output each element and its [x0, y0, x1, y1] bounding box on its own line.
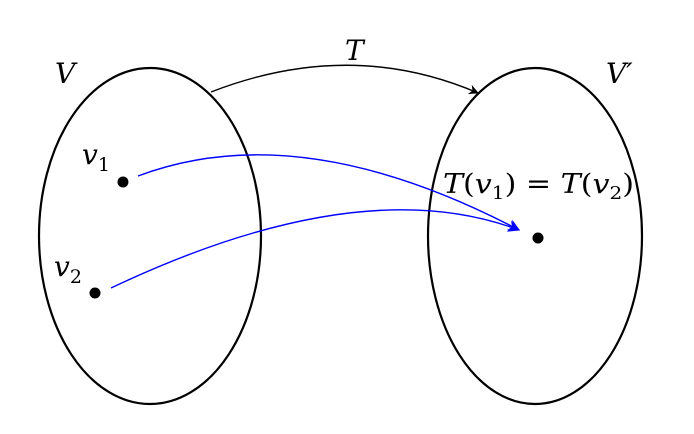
map-label: T [345, 34, 366, 67]
domain-set-ellipse [37, 66, 263, 406]
eq-t2: T [561, 169, 583, 200]
image-equation-label: T(v1) = T(v2) [443, 169, 634, 204]
codomain-set-label: V′ [606, 57, 633, 90]
vector-2-base: v [54, 250, 70, 283]
eq-t1: T [443, 169, 465, 200]
domain-set-label: V [55, 57, 78, 90]
vector-1-label: v1 [82, 138, 110, 176]
eq-v1: v [475, 169, 492, 200]
vector-2-point [89, 287, 101, 299]
image-point [532, 232, 544, 244]
vector-2-arrow [110, 209, 521, 289]
vector-1-arrow [137, 154, 521, 231]
map-arrow [210, 64, 479, 95]
eq-v2: v [592, 169, 609, 200]
vector-1-subscript: 1 [98, 154, 110, 176]
vector-2-label: v2 [54, 250, 82, 288]
eq-sub-2: 2 [609, 183, 622, 204]
vector-2-subscript: 2 [70, 266, 82, 288]
eq-equals: = [516, 169, 560, 200]
codomain-set-ellipse [426, 66, 644, 406]
eq-rparen-1: ) [505, 169, 517, 200]
vector-1-point [117, 176, 129, 188]
eq-rparen-2: ) [622, 169, 634, 200]
eq-lparen-2: ( [581, 169, 593, 200]
vector-1-base: v [82, 138, 98, 171]
eq-lparen-1: ( [463, 169, 475, 200]
eq-sub-1: 1 [492, 183, 505, 204]
